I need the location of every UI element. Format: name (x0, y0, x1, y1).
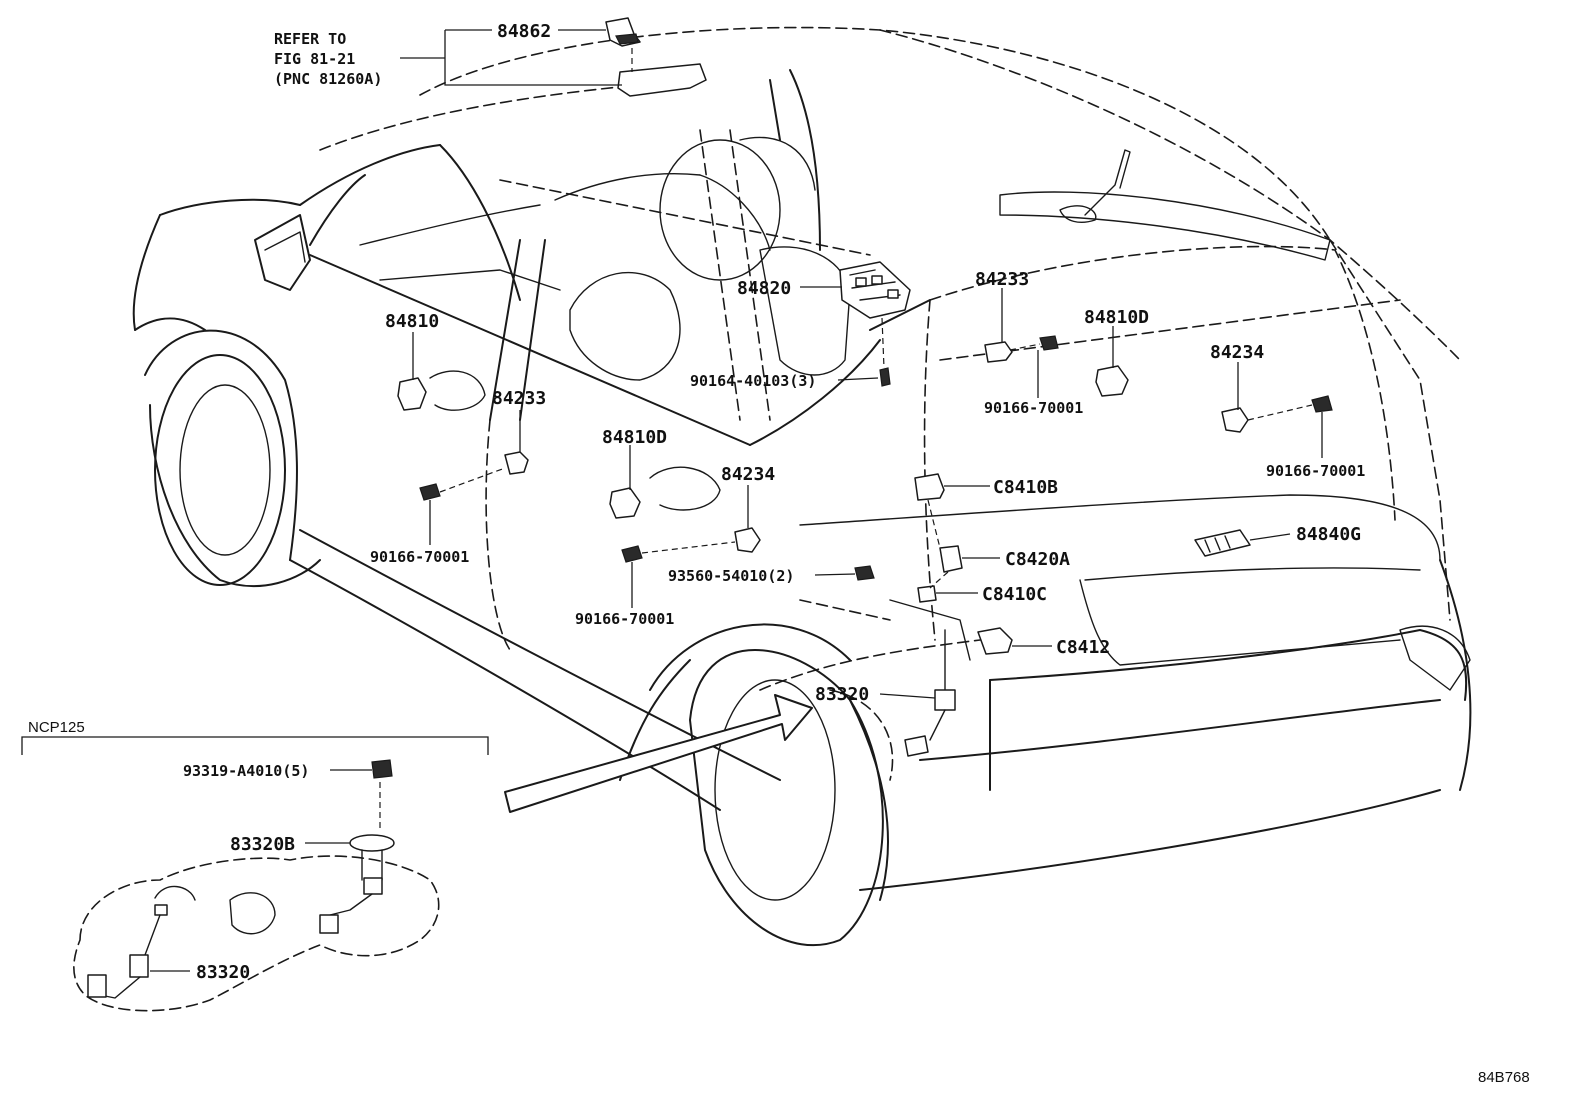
label-93560: 93560-54010(2) (668, 567, 794, 585)
label-84233-mid: 84233 (492, 388, 546, 409)
figure-code: 84B768 (1478, 1069, 1530, 1086)
label-C8410C: C8410C (982, 584, 1047, 605)
label-C8412: C8412 (1056, 637, 1110, 658)
label-90166-left: 90166-70001 (370, 548, 469, 566)
fuel-sender-83320-main-icon (889, 599, 971, 757)
label-C8410B: C8410B (993, 477, 1058, 498)
label-90166-upper-right: 90166-70001 (984, 399, 1083, 417)
screw-93319-icon (371, 759, 393, 779)
switch-84840G-icon (1194, 529, 1251, 557)
label-84810D-mid: 84810D (602, 427, 667, 448)
label-93319: 93319-A4010(5) (183, 762, 309, 780)
connector-C8420A-icon (939, 545, 963, 573)
switch-84810-left-icon (397, 377, 427, 411)
label-84840G: 84840G (1296, 524, 1361, 545)
switch-84234-mid-icon (734, 527, 761, 553)
label-84810D-right: 84810D (1084, 307, 1149, 328)
label-84233-right: 84233 (975, 269, 1029, 290)
connector-C8410C-icon (917, 585, 937, 603)
label-83320-inset: 83320 (196, 962, 250, 983)
callout-arrow (504, 694, 813, 813)
label-90166-mid: 90166-70001 (575, 610, 674, 628)
screw-90166-upper-right-icon (1039, 335, 1059, 351)
label-83320B: 83320B (230, 834, 295, 855)
screw-93560-icon (854, 565, 875, 581)
refer-note-line3: (PNC 81260A) (274, 70, 382, 88)
label-83320-main: 83320 (815, 684, 869, 705)
screw-90164-icon (879, 367, 891, 387)
label-84234-mid: 84234 (721, 464, 775, 485)
screw-90166-mid-icon (621, 545, 643, 563)
parts (397, 17, 1333, 813)
fuel-sender-83320-inset-icon (87, 904, 168, 999)
switch-84810D-mid-icon (609, 487, 641, 519)
switch-84810D-right-icon (1095, 365, 1129, 397)
label-84234-right: 84234 (1210, 342, 1264, 363)
refer-note-line1: REFER TO (274, 30, 346, 48)
label-C8420A: C8420A (1005, 549, 1070, 570)
switch-84233-right-icon (984, 341, 1013, 363)
switch-84234-right-icon (1221, 407, 1249, 433)
switch-block-84820-icon (839, 261, 911, 319)
refer-note-line2: FIG 81-21 (274, 50, 355, 68)
label-84820: 84820 (737, 278, 791, 299)
label-84862: 84862 (497, 21, 551, 42)
overhead-console-icon (617, 63, 707, 97)
switch-84233-mid-icon (504, 451, 529, 475)
inset-ncp125 (21, 736, 489, 1012)
labels: REFER TO FIG 81-21 (PNC 81260A) 84862 84… (28, 21, 1530, 1086)
screw-90166-left-icon (419, 483, 441, 501)
fuel-pump-83320B-icon (319, 834, 395, 934)
label-90164: 90164-40103(3) (690, 372, 816, 390)
screw-90166-far-right-icon (1311, 395, 1333, 413)
car-body-outline (132, 26, 1472, 947)
leader-lines (150, 29, 1323, 972)
label-84810-left: 84810 (385, 311, 439, 332)
connector-C8412-icon (977, 627, 1013, 655)
fuel-tank-outline (73, 855, 440, 1012)
inset-title: NCP125 (28, 719, 85, 736)
connector-C8410B-icon (914, 473, 945, 501)
label-90166-far-right: 90166-70001 (1266, 462, 1365, 480)
